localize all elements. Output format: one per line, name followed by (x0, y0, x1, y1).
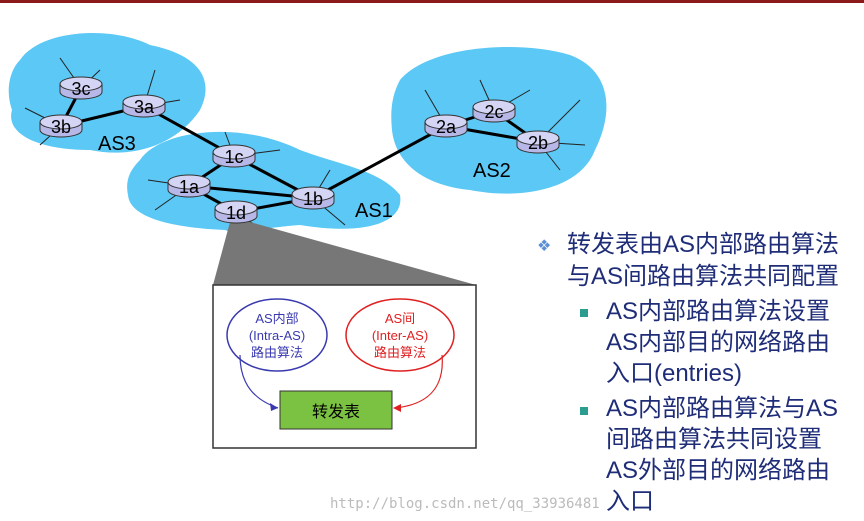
router-top-icon (214, 200, 258, 216)
router-label: 3a (134, 97, 155, 117)
inter-as-ellipse (345, 298, 455, 372)
main-bullet-line2: 与AS间路由算法共同配置 (567, 263, 840, 290)
inter-label-line2: (Inter-AS) (372, 328, 428, 343)
forwarding-table-box (279, 390, 393, 430)
sub-bullet-2-line3: AS外部目的网络路由 (606, 457, 831, 484)
sub-bullet-1-line1: AS内部路由算法设置 (606, 298, 831, 325)
router-top-icon (59, 76, 103, 92)
router-label: 1a (179, 177, 200, 197)
router-top-icon (472, 99, 516, 115)
router-2c: 2c (472, 99, 516, 123)
router-1d: 1d (214, 200, 258, 224)
inter-label-line1: AS间 (385, 311, 415, 326)
intra-label-line2: (Intra-AS) (249, 328, 305, 343)
inter-arrow (394, 354, 443, 409)
intra-arrowhead-icon (270, 403, 278, 411)
sub-bullet-1-line2: AS内部目的网络路由 (606, 329, 831, 356)
router-label: 3b (51, 117, 71, 137)
square-bullet-icon (580, 309, 588, 317)
router-1c: 1c (212, 144, 256, 168)
router-label: 2a (436, 117, 457, 137)
square-bullet-icon (580, 407, 588, 415)
watermark: http://blog.csdn.net/qq_33936481 (330, 496, 600, 512)
as1-label: AS1 (355, 200, 393, 222)
intra-as-ellipse (226, 298, 328, 372)
sub-bullet-2-line1: AS内部路由算法与AS (606, 395, 839, 422)
router-2b: 2b (516, 130, 560, 154)
as3-label: AS3 (98, 133, 136, 155)
router-top-icon (39, 114, 83, 130)
router-1a: 1a (167, 174, 211, 198)
router-label: 1d (226, 203, 246, 223)
router-3b: 3b (39, 114, 83, 138)
router-top-icon (122, 94, 166, 110)
diamond-bullet-icon: ❖ (537, 238, 552, 255)
sub-bullet-2-line4: 入口 (606, 488, 654, 515)
inter-arrowhead-icon (393, 404, 401, 412)
router-3c: 3c (59, 76, 103, 100)
zoom-funnel (213, 222, 476, 285)
router-label: 1c (224, 147, 243, 167)
forwarding-table-label: 转发表 (312, 403, 360, 421)
router-2a: 2a (424, 114, 468, 138)
as1-cloud (127, 131, 401, 232)
top-bar (0, 0, 864, 3)
as2-label: AS2 (473, 160, 511, 182)
router-top-icon (424, 114, 468, 130)
intra-label-line1: AS内部 (255, 311, 298, 326)
router-top-icon (291, 186, 335, 202)
intra-label-line3: 路由算法 (251, 345, 303, 360)
router-top-icon (212, 144, 256, 160)
router-label: 2c (484, 102, 503, 122)
router-label: 1b (303, 189, 323, 209)
sub-bullet-1-line3: 入口(entries) (606, 360, 743, 387)
router-top-icon (167, 174, 211, 190)
router-label: 2b (528, 133, 548, 153)
router-3a: 3a (122, 94, 166, 118)
router-1b: 1b (291, 186, 335, 210)
sub-bullet-2-line2: 间路由算法共同设置 (606, 426, 822, 453)
main-bullet-line1: 转发表由AS内部路由算法 (567, 231, 840, 258)
inter-label-line3: 路由算法 (374, 345, 426, 360)
router-label: 3c (71, 79, 90, 99)
router-top-icon (516, 130, 560, 146)
